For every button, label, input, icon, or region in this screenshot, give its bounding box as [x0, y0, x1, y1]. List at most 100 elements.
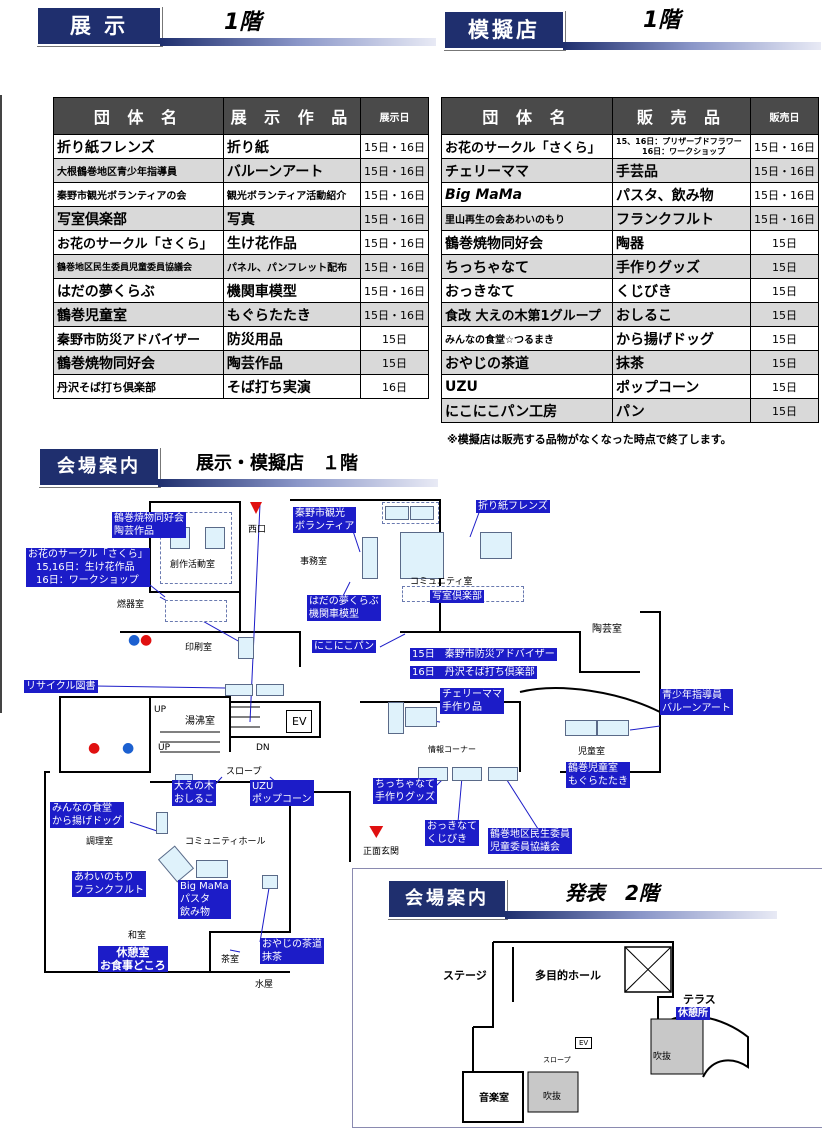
label-yume: はだの夢くらぶ機関車模型	[307, 595, 381, 621]
label-kanko: 秦野市観光ボランティア	[293, 507, 357, 533]
label-cherry: チェリーママ手作り品	[440, 688, 504, 714]
shop-banner: 模擬店 1階	[443, 8, 821, 50]
room-label: コミュニティホール	[185, 837, 266, 847]
label-awai: あわいのもりフランクフルト	[72, 871, 146, 897]
table-header: 団 体 名 展 示 作 品 展示日	[53, 97, 430, 135]
guide2-subtitle: 発表 2階	[565, 881, 659, 905]
label-minna: みんなの食堂から揚げドッグ	[50, 802, 124, 828]
col-day: 販売日	[749, 97, 820, 135]
label-recycle: リサイクル図書	[24, 680, 98, 693]
room-label: 児童室	[578, 747, 606, 757]
display-table	[488, 767, 518, 781]
entrance-marker-west	[250, 502, 262, 514]
room-label: スロープ	[226, 767, 262, 777]
room-fukinuke: 吹抜	[653, 1052, 672, 1062]
display-table	[405, 707, 437, 727]
label-jidou: 鶴巻児童室もぐらたたき	[566, 762, 630, 788]
restroom-icon: ●	[140, 632, 153, 648]
display-table	[205, 527, 225, 549]
restroom-icon: ●	[122, 740, 135, 756]
room-fukinuke: 吹抜	[543, 1092, 562, 1102]
label-chiccha: ちっちゃなて手作りグッズ	[373, 778, 437, 804]
guide2-title: 会場案内	[387, 879, 507, 919]
col-group: 団 体 名	[441, 97, 613, 135]
room-stage: ステージ	[443, 969, 487, 982]
room-label: UP	[158, 743, 171, 753]
restroom-icon: ●	[128, 632, 141, 648]
ev-label: EV	[575, 1037, 593, 1049]
display-table	[256, 684, 284, 696]
display-table	[452, 767, 482, 781]
room-label: 茶室	[221, 955, 240, 965]
label-oyaji: おやじの茶道抹茶	[260, 938, 324, 964]
display-table	[238, 637, 254, 659]
display-table	[597, 720, 629, 736]
room-label: DN	[256, 743, 270, 753]
table-header: 団 体 名 販 売 品 販売日	[441, 97, 820, 135]
room-label: 西口	[248, 525, 267, 535]
room-ongaku: 音楽室	[479, 1093, 509, 1104]
room-label: 正面玄関	[363, 847, 400, 857]
room-label: 湯沸室	[185, 716, 215, 727]
room-label: 陶芸室	[592, 624, 622, 635]
label-bosai: 15日 秦野市防災アドバイザー	[410, 648, 557, 661]
guide1-subtitle: 展示・模擬店 １階	[196, 453, 358, 474]
room-label: 事務室	[300, 557, 328, 567]
col-item: 販 売 品	[612, 97, 751, 135]
shop-table: 団 体 名 販 売 品 販売日 お花のサークル「さくら」 15、16日：プリザー…	[441, 97, 820, 423]
floor-map-2f-section: 会場案内 発表 2階 ステージ 多目的ホール テラス 休憩所 音楽室 吹抜 吹抜…	[352, 868, 822, 1128]
room-label: 水屋	[255, 980, 274, 990]
room-label: 燃器室	[117, 600, 145, 610]
display-table	[565, 720, 597, 736]
room-hall: 多目的ホール	[535, 969, 601, 982]
label-soba: 16日 丹沢そば打ち倶楽部	[410, 666, 537, 679]
label-yakimono: 鶴巻焼物同好会陶芸作品	[112, 512, 186, 538]
exhibit-title: 展 示	[36, 6, 162, 46]
room-label: 和室	[128, 931, 147, 941]
shop-note: ※模擬店は販売する品物がなくなった時点で終了します。	[447, 433, 732, 446]
room-label: コミュニティ室	[410, 577, 473, 587]
display-table	[225, 684, 253, 696]
room-label: 情報コーナー	[428, 745, 476, 754]
col-work: 展 示 作 品	[222, 97, 361, 135]
floor-map-1f: 創作活動室 燃器室 印刷室 西口 事務室 コミュニティ室 陶芸室 湯沸室 EV …	[0, 492, 822, 990]
room-slope: スロープ	[543, 1056, 571, 1064]
shop-floor: 1階	[643, 8, 681, 33]
guide2-banner: 会場案内 発表 2階	[387, 879, 777, 919]
col-day: 展示日	[359, 97, 430, 135]
room-label: 創作活動室	[170, 560, 216, 570]
room-label: UP	[154, 705, 167, 715]
restroom-icon: ●	[88, 740, 101, 756]
exhibit-banner: 展 示 1階	[36, 6, 436, 46]
display-table	[262, 875, 278, 889]
label-origami: 折り紙フレンズ	[476, 500, 550, 513]
label-kyukei: 休憩室お食事どころ	[98, 946, 168, 972]
display-table	[156, 812, 168, 834]
display-table	[196, 860, 228, 878]
exhibit-floor: 1階	[224, 10, 262, 35]
room-label: 印刷室	[185, 643, 213, 653]
display-table	[400, 532, 444, 579]
